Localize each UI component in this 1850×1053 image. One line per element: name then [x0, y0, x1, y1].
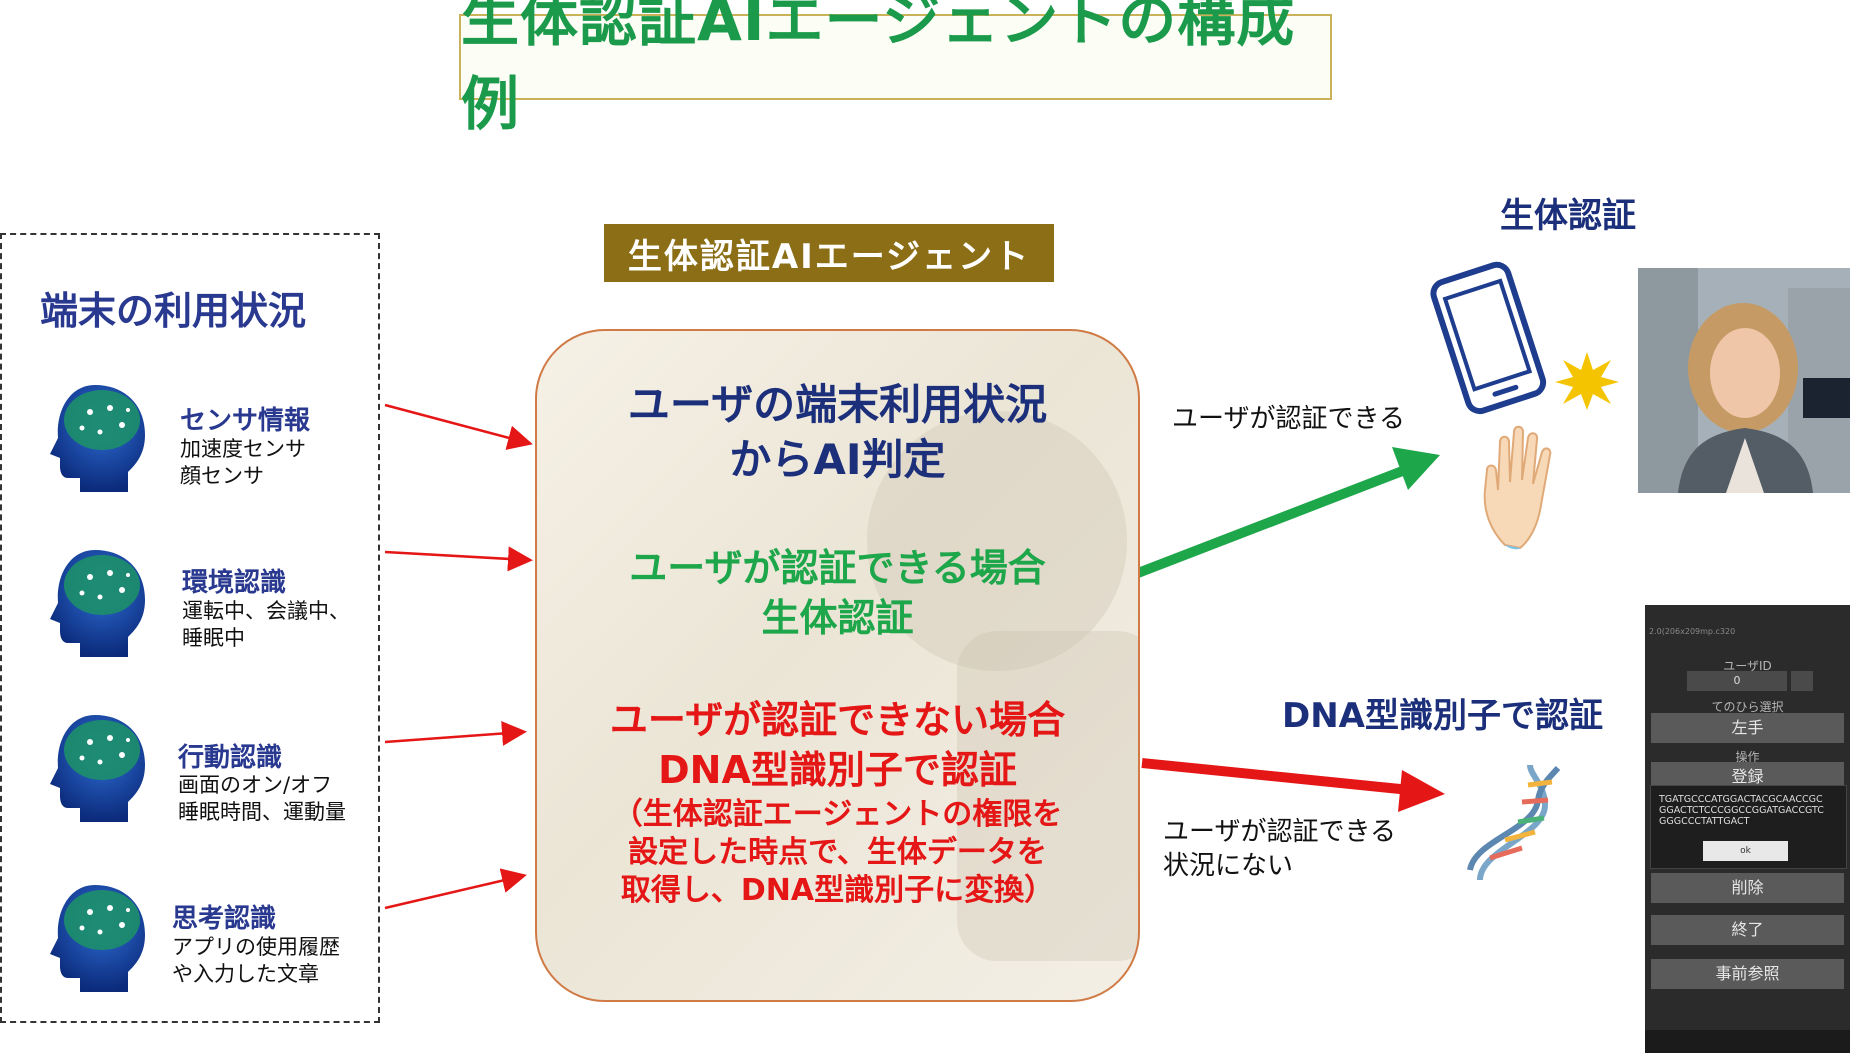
palm-select-label: てのひら選択	[1711, 700, 1784, 714]
usage-heading: 端末の利用状況	[40, 289, 307, 333]
background-robot-shape	[867, 411, 1127, 671]
page-title: 生体認証AIエージェントの構成例	[461, 0, 1296, 138]
item-title-thought: 思考認識	[172, 904, 277, 934]
center-line-2: からAI判定	[729, 435, 946, 484]
background-robot-shape	[957, 631, 1138, 961]
delete-button[interactable]: 削除	[1651, 873, 1844, 903]
red-case-note-2: 設定した時点で、生体データを	[628, 835, 1047, 870]
agent-label-text: 生体認証AIエージェント	[627, 236, 1031, 277]
item-desc-line: 加速度センサ	[180, 437, 306, 461]
ok-button[interactable]: ok	[1703, 841, 1788, 861]
face-photo-illustration	[1638, 268, 1850, 493]
item-desc-line: 顔センサ	[180, 464, 264, 488]
dna-app-screenshot: 2.0(206x209mp.c320 ユーザID 0 てのひら選択 左手 操作 …	[1645, 605, 1850, 1053]
red-arrow-head	[1398, 770, 1445, 812]
item-desc-line: 睡眠中	[182, 626, 245, 650]
dna-sequence-text: TGATGCCCATGGACTACGCAACCGC GGACTCTCCCGGCC…	[1659, 794, 1824, 827]
green-arrow-head	[1392, 447, 1440, 490]
usage-panel	[0, 233, 380, 1023]
item-desc-thought: アプリの使用履歴 や入力した文章	[172, 934, 340, 988]
bio-auth-heading: 生体認証	[1500, 196, 1636, 236]
input-arrow-thought	[384, 868, 527, 910]
dna-line: TGATGCCCATGGACTACGCAACCGC	[1659, 794, 1823, 805]
palm-icon	[1483, 425, 1552, 550]
red-case-line-2: DNA型識別子で認証	[658, 748, 1017, 792]
smartphone-icon	[1430, 261, 1547, 415]
brain-head-icon	[50, 550, 145, 657]
green-arrow-shaft	[1136, 465, 1407, 578]
user-id-input[interactable]: 0	[1687, 671, 1787, 691]
ai-judgement-box: ユーザの端末利用状況 からAI判定 ユーザが認証できる場合 生体認証 ユーザが認…	[535, 329, 1140, 1002]
item-desc-sensor: 加速度センサ 顔センサ	[180, 436, 306, 490]
exit-button[interactable]: 終了	[1651, 915, 1844, 945]
cannot-auth-line: ユーザが認証できる	[1163, 817, 1396, 847]
woman-face-photo	[1638, 268, 1850, 493]
brain-head-icon	[50, 715, 145, 822]
red-case-note-3: 取得し、DNA型識別子に変換）	[620, 873, 1055, 908]
operation-label: 操作	[1735, 750, 1760, 764]
dna-helix-icon	[1467, 764, 1561, 881]
item-desc-environment: 運転中、会議中、 睡眠中	[182, 598, 350, 652]
item-desc-line: 睡眠時間、運動量	[178, 800, 346, 824]
input-arrow-behavior	[384, 720, 527, 746]
green-case-line-1: ユーザが認証できる場合	[629, 546, 1046, 590]
user-id-spinner[interactable]	[1791, 671, 1813, 691]
green-case-line-2: 生体認証	[761, 596, 914, 640]
item-title-behavior: 行動認識	[178, 743, 283, 773]
title-box: 生体認証AIエージェントの構成例	[459, 0, 1332, 138]
dna-dialog: TGATGCCCATGGACTACGCAACCGC GGACTCTCCCGGCC…	[1650, 785, 1847, 869]
left-hand-button[interactable]: 左手	[1651, 713, 1844, 743]
item-title-environment: 環境認識	[182, 568, 287, 598]
red-case-note-1: （生体認証エージェントの権限を	[612, 797, 1063, 832]
item-desc-line: アプリの使用履歴	[172, 935, 340, 959]
center-line-1: ユーザの端末利用状況	[627, 380, 1048, 429]
can-auth-text: ユーザが認証できる	[1172, 404, 1405, 434]
item-desc-behavior: 画面のオン/オフ 睡眠時間、運動量	[178, 772, 346, 826]
reference-button[interactable]: 事前参照	[1651, 959, 1844, 989]
brain-head-icon	[50, 385, 145, 492]
red-case-line-1: ユーザが認証できない場合	[609, 698, 1066, 742]
android-nav-bar	[1645, 1030, 1850, 1053]
input-arrow-environment	[384, 546, 533, 572]
cannot-auth-text: ユーザが認証できる 状況にない	[1163, 815, 1396, 883]
user-id-label: ユーザID	[1723, 659, 1772, 673]
red-arrow-shaft	[1141, 758, 1411, 795]
item-title-sensor: センサ情報	[180, 406, 311, 436]
app-header: 2.0(206x209mp.c320	[1649, 627, 1736, 636]
brain-head-icon	[50, 885, 145, 992]
item-desc-line: 画面のオン/オフ	[178, 773, 333, 797]
dna-line: GGGCCCTATTGACT	[1659, 816, 1750, 827]
cannot-auth-line: 状況にない	[1163, 851, 1294, 881]
dna-auth-heading: DNA型識別子で認証	[1282, 696, 1603, 736]
dna-line: GGACTCTCCCGGCCGGATGACCGTC	[1659, 805, 1824, 816]
flash-icon	[1555, 352, 1619, 410]
item-desc-line: 運転中、会議中、	[182, 599, 350, 623]
input-arrow-sensor	[384, 403, 533, 450]
agent-label: 生体認証AIエージェント	[604, 224, 1054, 282]
item-desc-line: や入力した文章	[172, 962, 319, 986]
